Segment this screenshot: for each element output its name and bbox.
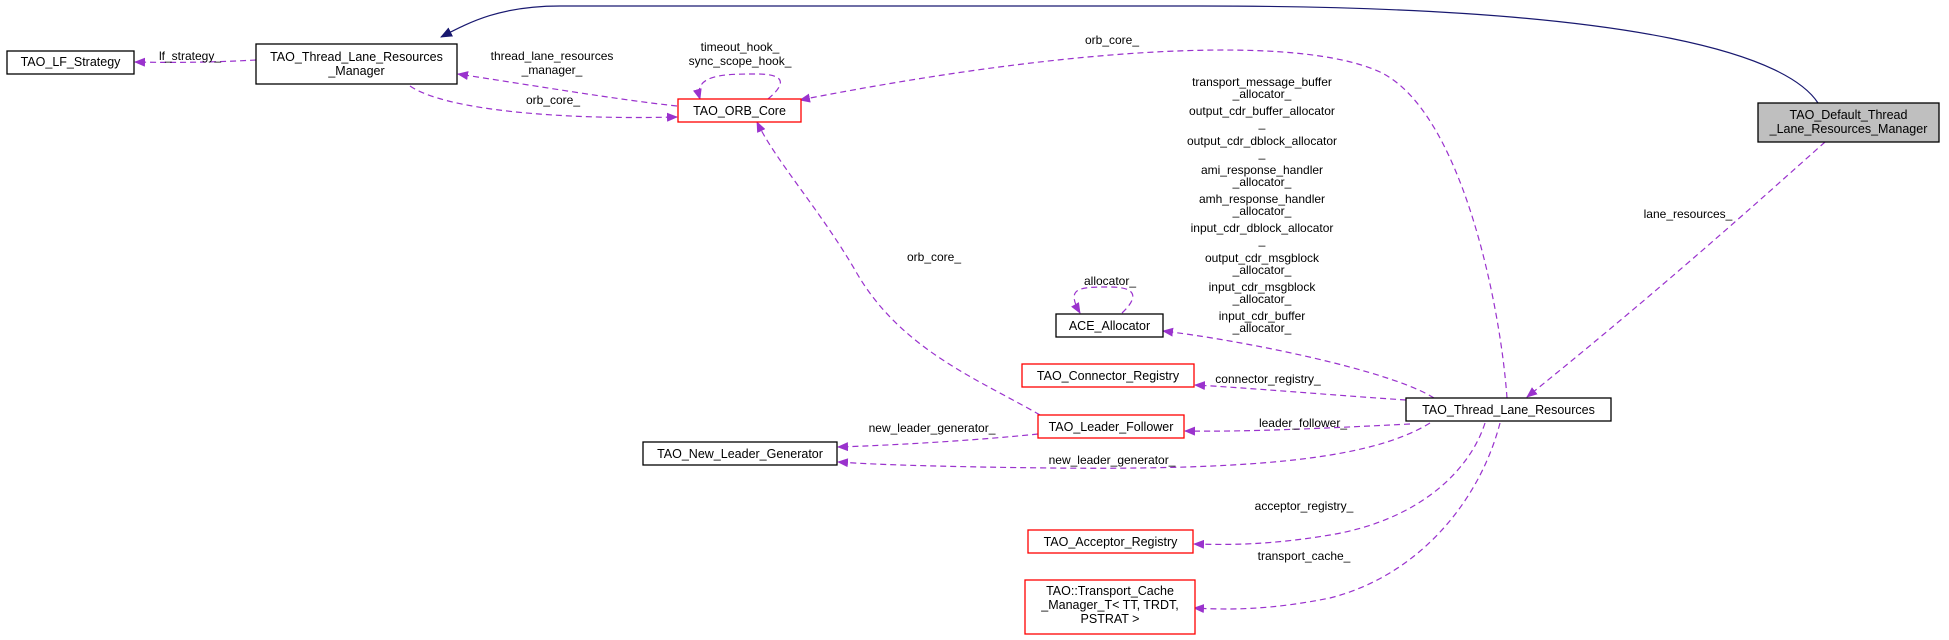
edge-lane-resources xyxy=(1526,141,1826,398)
edge-tlr-resources-to-orb-top xyxy=(799,49,1508,399)
svg-text:input_cdr_dblock_allocator: input_cdr_dblock_allocator xyxy=(1191,221,1334,235)
node-label: TAO_Connector_Registry xyxy=(1037,369,1180,383)
svg-text:_allocator_: _allocator_ xyxy=(1232,87,1292,101)
svg-text:_allocator_: _allocator_ xyxy=(1232,292,1292,306)
node-tao-leader-follower[interactable]: TAO_Leader_Follower xyxy=(1037,414,1185,439)
node-label: TAO_Acceptor_Registry xyxy=(1044,535,1179,549)
svg-text:transport_message_buffer: transport_message_buffer xyxy=(1192,75,1332,89)
node-tao-thread-lane-resources[interactable]: TAO_Thread_Lane_Resources xyxy=(1405,397,1612,422)
node-label: TAO_Thread_Lane_Resources xyxy=(270,50,443,64)
svg-text:input_cdr_buffer: input_cdr_buffer xyxy=(1219,309,1306,323)
svg-text:_allocator_: _allocator_ xyxy=(1232,204,1292,218)
svg-text:input_cdr_msgblock: input_cdr_msgblock xyxy=(1209,280,1317,294)
node-tao-lf-strategy[interactable]: TAO_LF_Strategy xyxy=(6,50,135,75)
edge-tlr-new-leader xyxy=(837,422,1431,469)
edge-label-orb-self: sync_scope_hook_ xyxy=(689,54,792,68)
edge-label-leader-follower: leader_follower_ xyxy=(1259,416,1347,430)
svg-text:amh_response_handler: amh_response_handler xyxy=(1199,192,1325,206)
edge-label-acceptor-registry: acceptor_registry_ xyxy=(1255,499,1354,513)
node-label: TAO_Thread_Lane_Resources xyxy=(1422,403,1595,417)
node-label: ACE_Allocator xyxy=(1069,319,1150,333)
node-tao-connector-registry[interactable]: TAO_Connector_Registry xyxy=(1021,363,1195,388)
node-label: _Manager_T< TT, TRDT, xyxy=(1040,598,1178,612)
edge-label-orb-to-tlr: _manager_ xyxy=(521,63,583,77)
edge-acceptor-registry xyxy=(1193,422,1486,549)
inheritance-edge xyxy=(440,5,1819,104)
edge-lf-new-leader xyxy=(837,433,1039,452)
node-tao-default-thread-lane-resources-manager[interactable]: TAO_Default_Thread _Lane_Resources_Manag… xyxy=(1757,102,1940,143)
node-tao-orb-core[interactable]: TAO_ORB_Core xyxy=(677,98,802,123)
node-ace-allocator[interactable]: ACE_Allocator xyxy=(1055,313,1164,338)
edge-leader-follower xyxy=(1184,423,1411,436)
edge-label-lf-orb: orb_core_ xyxy=(907,250,961,264)
node-label: PSTRAT > xyxy=(1081,612,1140,626)
node-tao-thread-lane-resources-manager[interactable]: TAO_Thread_Lane_Resources _Manager xyxy=(255,43,458,85)
svg-text:_: _ xyxy=(1258,146,1266,160)
node-label: _Manager xyxy=(327,64,384,78)
svg-text:ami_response_handler: ami_response_handler xyxy=(1201,163,1323,177)
edge-label-ace-self: allocator_ xyxy=(1084,274,1136,288)
edge-label-connector-registry: connector_registry_ xyxy=(1215,372,1321,386)
svg-text:_: _ xyxy=(1258,233,1266,247)
node-label: TAO_ORB_Core xyxy=(693,104,786,118)
node-tao-transport-cache-manager[interactable]: TAO::Transport_Cache _Manager_T< TT, TRD… xyxy=(1024,579,1196,635)
node-tao-new-leader-generator[interactable]: TAO_New_Leader_Generator xyxy=(642,441,838,466)
edge-connector-registry xyxy=(1194,381,1407,401)
node-label: TAO_Leader_Follower xyxy=(1049,420,1174,434)
edge-label-orb-self: timeout_hook_ xyxy=(701,40,780,54)
edge-label-tlr-to-orb: orb_core_ xyxy=(526,93,580,107)
svg-text:_allocator_: _allocator_ xyxy=(1232,175,1292,189)
edge-orb-self-loop xyxy=(692,73,781,100)
edge-label-tlr-top-orb: orb_core_ xyxy=(1085,33,1139,47)
svg-text:output_cdr_buffer_allocator: output_cdr_buffer_allocator xyxy=(1189,104,1335,118)
svg-text:_allocator_: _allocator_ xyxy=(1232,321,1292,335)
edge-label-lf-strategy: lf_strategy_ xyxy=(159,49,221,63)
edge-transport-cache xyxy=(1193,422,1501,614)
edge-lf-to-orb xyxy=(756,121,1041,416)
svg-text:_allocator_: _allocator_ xyxy=(1232,263,1292,277)
edge-allocators xyxy=(1162,327,1435,399)
edge-lf-strategy xyxy=(134,57,257,67)
edge-label-orb-to-tlr: thread_lane_resources xyxy=(491,49,614,63)
edge-label-transport-cache: transport_cache_ xyxy=(1258,549,1351,563)
node-label: TAO::Transport_Cache xyxy=(1046,584,1174,598)
node-label: TAO_New_Leader_Generator xyxy=(657,447,823,461)
node-label: TAO_Default_Thread xyxy=(1790,108,1908,122)
svg-text:output_cdr_msgblock: output_cdr_msgblock xyxy=(1205,251,1320,265)
edge-label-allocators: transport_message_buffer _allocator_ out… xyxy=(1187,75,1337,335)
edge-label-lane-resources: lane_resources_ xyxy=(1644,207,1733,221)
svg-text:_: _ xyxy=(1258,116,1266,130)
node-label: _Lane_Resources_Manager xyxy=(1769,122,1928,136)
edge-orb-to-tlr xyxy=(457,71,678,107)
node-tao-acceptor-registry[interactable]: TAO_Acceptor_Registry xyxy=(1027,529,1194,554)
node-label: TAO_LF_Strategy xyxy=(21,55,122,69)
edge-label-lf-new-leader: new_leader_generator_ xyxy=(869,421,996,435)
edge-ace-self-loop xyxy=(1071,286,1134,314)
svg-text:output_cdr_dblock_allocator: output_cdr_dblock_allocator xyxy=(1187,134,1337,148)
edge-label-tlr-new-leader: new_leader_generator_ xyxy=(1049,453,1176,467)
